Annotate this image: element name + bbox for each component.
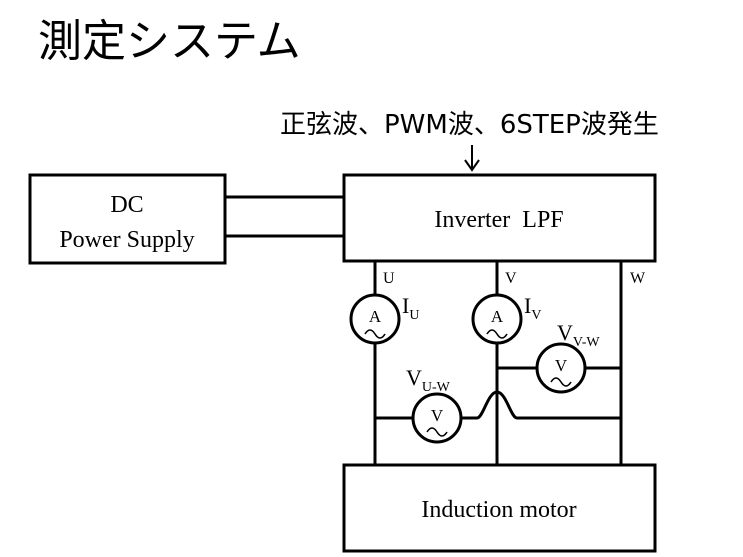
ammeter-iu-circle	[349, 293, 401, 345]
ammeter-symbol: A	[369, 307, 382, 326]
vuw-lead-w-crossover	[461, 390, 621, 420]
voltage-vvw-label: VV-W	[557, 320, 600, 350]
dc-supply-label-line1: DC	[110, 192, 143, 218]
ac-tilde-icon	[364, 329, 386, 339]
phase-v-label: V	[505, 270, 517, 287]
dc-supply-label-line2: Power Supply	[59, 227, 194, 253]
page-title: 測定システム	[38, 16, 301, 67]
voltmeter-symbol: V	[555, 356, 568, 375]
inverter-lpf-label: Inverter LPF	[434, 207, 563, 233]
inverter-lpf-block	[342, 173, 657, 263]
ammeter-symbol: A	[491, 307, 504, 326]
phase-u-label: U	[383, 270, 395, 287]
voltmeter-vw-circle	[535, 342, 587, 394]
ac-tilde-icon	[486, 329, 508, 339]
induction-motor-label: Induction motor	[421, 497, 576, 523]
waveform-generation-caption: 正弦波、PWM波、6STEP波発生	[280, 110, 659, 140]
induction-motor-block	[342, 463, 657, 553]
dc-power-supply-block	[28, 173, 227, 265]
voltage-vuw-label: VU-W	[406, 365, 451, 395]
signal-arrow-head	[464, 159, 480, 172]
voltmeter-symbol: V	[431, 406, 444, 425]
ac-tilde-icon	[426, 427, 448, 437]
phase-w-label: W	[630, 270, 646, 287]
current-iv-label: IV	[524, 293, 541, 323]
current-iu-label: IU	[402, 293, 419, 323]
ammeter-iv-circle	[471, 293, 523, 345]
ac-tilde-icon	[550, 377, 572, 387]
